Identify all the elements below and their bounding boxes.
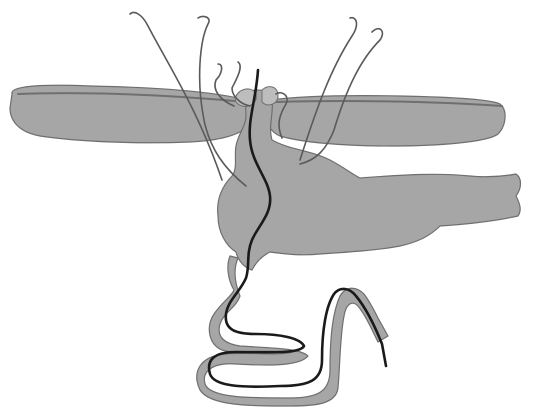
central-bump-right — [262, 87, 278, 105]
